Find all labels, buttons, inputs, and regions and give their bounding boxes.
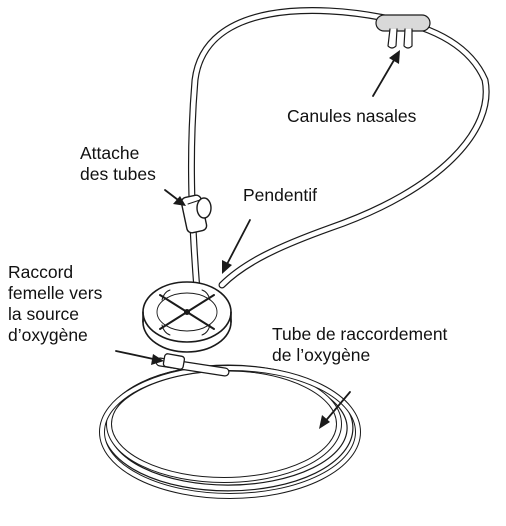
label-raccord-line-1: Raccord <box>8 262 102 283</box>
arrow-canules <box>373 50 400 96</box>
label-attache-line-1: Attache <box>80 143 156 164</box>
label-raccord-line-4: d’oxygène <box>8 325 102 346</box>
label-canules-nasales: Canules nasales <box>287 106 416 127</box>
label-tube-raccordement: Tube de raccordement de l’oxygène <box>272 324 447 366</box>
label-raccord-femelle: Raccord femelle vers la source d’oxygène <box>8 262 102 346</box>
label-attache-des-tubes: Attache des tubes <box>80 143 156 185</box>
arrow-raccord <box>116 351 164 365</box>
nasal-cannula <box>376 15 430 48</box>
pendant <box>143 282 231 352</box>
label-pendentif: Pendentif <box>243 185 317 206</box>
label-tube-line-1: Tube de raccordement <box>272 324 447 345</box>
label-pendentif-text: Pendentif <box>243 185 317 206</box>
oxygen-tubing-coil <box>102 353 358 496</box>
tube-clip <box>180 194 211 233</box>
label-raccord-line-2: femelle vers <box>8 283 102 304</box>
label-tube-line-2: de l’oxygène <box>272 345 447 366</box>
label-canules-text: Canules nasales <box>287 106 416 127</box>
label-attache-line-2: des tubes <box>80 164 156 185</box>
label-raccord-line-3: la source <box>8 304 102 325</box>
